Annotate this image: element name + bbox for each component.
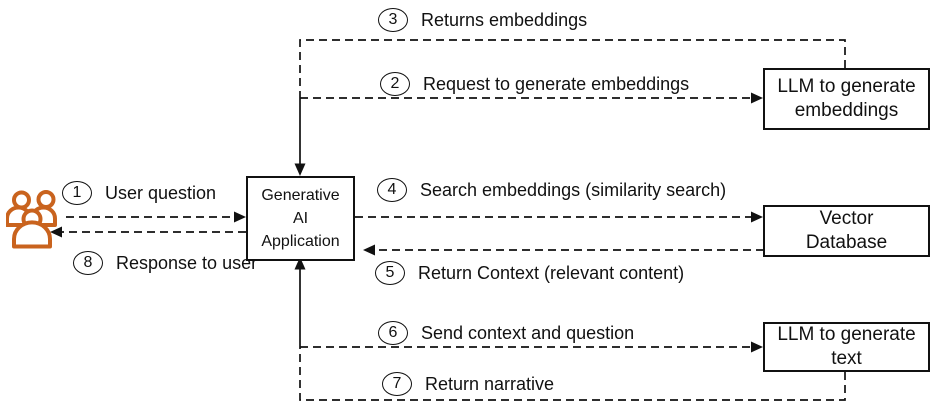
arrowhead-send-context [751, 341, 763, 353]
node-label-line: text [831, 348, 862, 369]
step-8-label: Response to user [116, 252, 258, 273]
arrowhead-into-app-bottom [294, 257, 306, 270]
step-2-label: Request to generate embeddings [423, 73, 690, 94]
step-3-number-badge: 3 [378, 8, 408, 32]
step-3-label: Returns embeddings [421, 9, 588, 30]
arrowhead-search-embeddings [751, 211, 763, 223]
arrowhead-into-app-top [294, 163, 306, 176]
step-4-label: Search embeddings (similarity search) [420, 179, 727, 200]
user-back-right-head [36, 190, 56, 209]
node-label-line: embeddings [794, 100, 899, 121]
step-4-number-badge: 4 [377, 178, 407, 202]
step-6: 6 Send context and question [378, 321, 634, 345]
node-llm-generate-text: LLM to generate text [763, 322, 930, 372]
step-6-label: Send context and question [421, 322, 635, 343]
step-2-number-badge: 2 [380, 72, 410, 96]
user-front-body [12, 220, 52, 249]
arrowhead-return-context [363, 244, 375, 256]
step-3: 3 Returns embeddings [378, 8, 587, 32]
connector-returns-embeddings [299, 39, 846, 98]
arrowhead-response-to-user [50, 226, 62, 238]
user-back-left-head [12, 190, 31, 210]
step-5-number-badge: 5 [375, 261, 405, 285]
step-7: 7 Return narrative [382, 372, 554, 396]
node-llm-generate-embeddings: LLM to generate embeddings [763, 68, 930, 130]
node-label-line: Application [261, 233, 340, 250]
step-5-label: Return Context (relevant content) [418, 262, 685, 283]
step-5: 5 Return Context (relevant content) [375, 261, 684, 285]
step-7-number-badge: 7 [382, 372, 412, 396]
step-1: 1 User question [62, 181, 216, 205]
node-label-line: AI [292, 210, 309, 227]
connector-return-narrative [299, 347, 846, 401]
step-8: 8 Response to user [73, 251, 257, 275]
node-label-line: Vector [819, 208, 874, 229]
node-label-line: LLM to generate [777, 324, 916, 345]
step-4: 4 Search embeddings (similarity search) [377, 178, 726, 202]
arrowhead-user-question [234, 211, 246, 223]
step-1-label: User question [105, 182, 217, 203]
step-1-number-badge: 1 [62, 181, 92, 205]
step-6-number-badge: 6 [378, 321, 408, 345]
step-7-label: Return narrative [425, 373, 555, 394]
node-vector-database: Vector Database [763, 205, 930, 257]
step-8-number-badge: 8 [73, 251, 103, 275]
node-label-line: Database [805, 232, 888, 253]
arrowhead-request-embeddings [751, 92, 763, 104]
node-label-line: Generative [261, 187, 340, 204]
node-generative-ai-application: Generative AI Application [246, 176, 355, 261]
node-label-line: LLM to generate [777, 76, 916, 97]
users-icon [6, 190, 57, 249]
step-2: 2 Request to generate embeddings [380, 72, 689, 96]
